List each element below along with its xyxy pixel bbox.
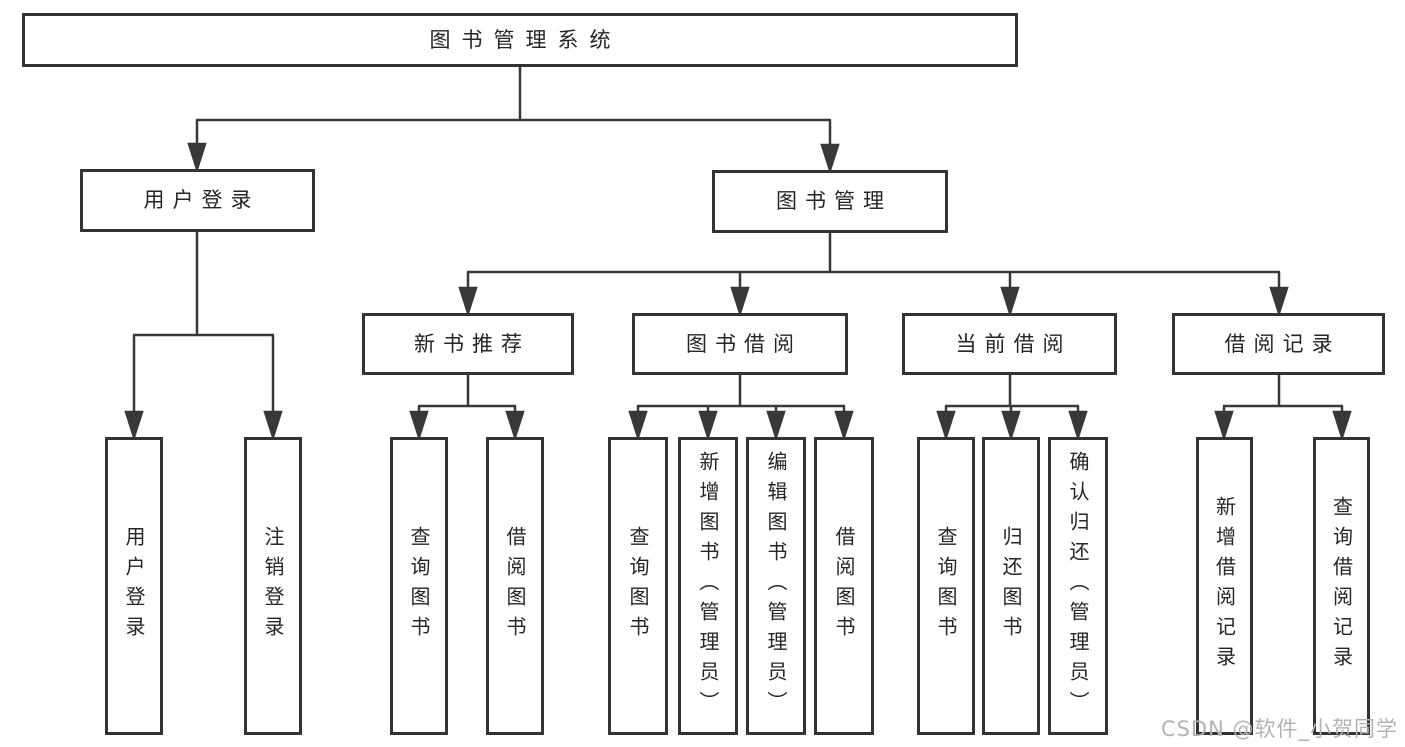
node-add-borrow-record: 新增借阅记录	[1196, 437, 1253, 735]
node-user-login-branch: 用户登录	[80, 169, 315, 232]
node-label: 查询图书	[934, 526, 958, 646]
node-label: 图书管理系统	[429, 27, 622, 52]
node-book-management: 图书管理	[712, 170, 948, 233]
node-label: 编辑图书（管理员）	[764, 451, 788, 721]
node-label: 图书管理	[776, 189, 892, 213]
node-label: 新书推荐	[414, 331, 530, 356]
node-query-books-borrow: 查询图书	[608, 437, 668, 735]
node-book-borrowing: 图书借阅	[632, 313, 848, 375]
node-borrowing-records: 借阅记录	[1172, 313, 1385, 375]
node-edit-books-admin: 编辑图书（管理员）	[746, 437, 806, 735]
node-return-books: 归还图书	[982, 437, 1040, 735]
node-label: 借阅图书	[832, 526, 856, 646]
node-label: 注销登录	[261, 526, 285, 646]
node-query-books-recommend: 查询图书	[390, 437, 448, 735]
watermark: CSDN @软件_小贺同学	[1160, 717, 1398, 741]
node-borrow-books-recommend: 借阅图书	[486, 437, 544, 735]
node-label: 新增借阅记录	[1212, 496, 1237, 676]
node-query-books-current: 查询图书	[917, 437, 975, 735]
node-label: 确认归还（管理员）	[1066, 451, 1090, 721]
node-add-books-admin: 新增图书（管理员）	[678, 437, 738, 735]
node-label: 查询图书	[626, 526, 650, 646]
node-user-login-leaf: 用户登录	[105, 437, 163, 735]
node-label: 新增图书（管理员）	[696, 451, 720, 721]
node-label: 查询图书	[407, 526, 431, 646]
node-query-borrow-record: 查询借阅记录	[1313, 437, 1370, 735]
node-label: 归还图书	[999, 526, 1023, 646]
node-new-book-recommendation: 新书推荐	[362, 313, 574, 375]
node-logout-leaf: 注销登录	[244, 437, 302, 735]
node-confirm-return-admin: 确认归还（管理员）	[1048, 437, 1108, 735]
node-label: 借阅记录	[1224, 331, 1341, 356]
node-label: 借阅图书	[503, 526, 527, 646]
node-label: 查询借阅记录	[1329, 496, 1354, 676]
node-label: 用户登录	[143, 188, 260, 212]
node-current-borrowing: 当前借阅	[902, 313, 1117, 375]
node-borrow-books-leaf: 借阅图书	[814, 437, 874, 735]
node-label: 当前借阅	[955, 331, 1072, 356]
node-library-system: 图书管理系统	[22, 13, 1018, 67]
node-label: 用户登录	[122, 526, 146, 646]
node-label: 图书借阅	[686, 331, 802, 356]
